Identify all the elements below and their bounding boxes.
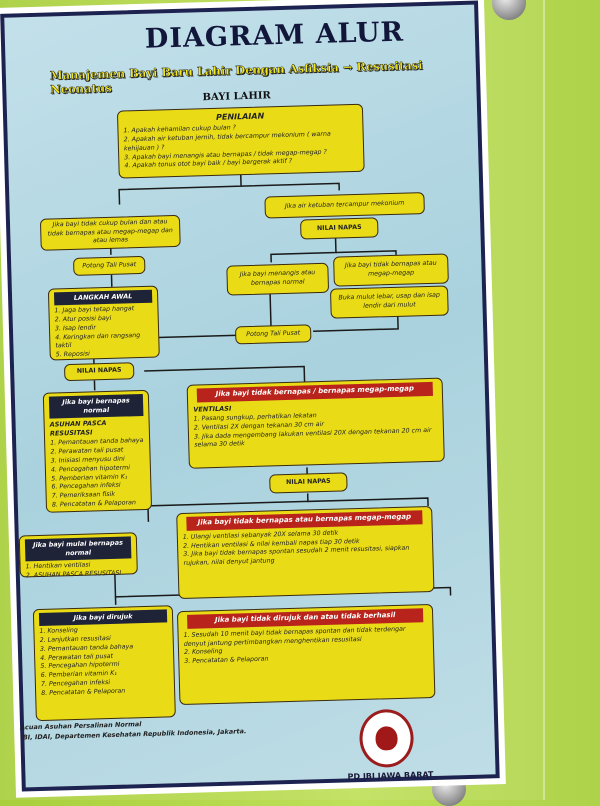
- poster: DIAGRAM ALUR Manajemen Bayi Baru Lahir D…: [0, 0, 500, 792]
- list-item: 8. Pencatatan & Pelaporan: [51, 499, 137, 509]
- left-branch-box: Jika bayi tidak cukup bulan dan atau tid…: [39, 214, 181, 251]
- start-label: BAYI LAHIR: [202, 90, 271, 104]
- dirujuk-heading: Jika bayi dirujuk: [38, 609, 168, 627]
- flow-connectors: [93, 173, 452, 605]
- nilai-napas-box-2: NILAI NAPAS: [63, 362, 135, 382]
- bernapas-normal-box: Jika bayi bernapas normal ASUHAN PASCA R…: [42, 389, 153, 513]
- tidak-bernapas-box: Jika bayi tidak bernapas atau megap-mega…: [333, 253, 449, 287]
- penilaian-box: PENILAIAN 1. Apakah kehamilan cukup bula…: [116, 103, 365, 179]
- potong-tali-pusat-box-2: Potong Tali Pusat: [234, 324, 312, 345]
- menangis-box: Jika bayi menangis atau bernapas normal: [226, 262, 330, 296]
- mulai-bernapas-heading: Jika bayi mulai bernapas normal: [24, 536, 132, 562]
- potong-tali-pusat-box: Potong Tali Pusat: [73, 255, 146, 276]
- ventilasi-box: Jika bayi tidak bernapas / bernapas mega…: [186, 377, 445, 469]
- bernapas-normal-heading: Jika bayi bernapas normal: [48, 393, 144, 419]
- mulai-bernapas-box: Jika bayi mulai bernapas normal 1. Henti…: [18, 532, 138, 579]
- nilai-napas-box: NILAI NAPAS: [300, 217, 379, 240]
- frame-standoff: [492, 0, 526, 20]
- publisher-label: PD IBI JAWA BARAT: [347, 770, 434, 782]
- megap-box: Jika bayi tidak bernapas atau bernapas m…: [176, 505, 435, 600]
- asuhan-pasca-heading: ASUHAN PASCA RESUSITASI: [49, 419, 107, 438]
- langkah-awal-heading: LANGKAH AWAL: [53, 289, 153, 306]
- nilai-napas-box-3: NILAI NAPAS: [269, 472, 348, 494]
- right-branch-box: Jika air ketuban tercampur mekonium: [264, 192, 425, 219]
- buka-mulut-box: Buka mulut lebar, usap dan isap lendir d…: [329, 285, 449, 319]
- tidak-dirujuk-box: Jika bayi tidak dirujuk dan atau tidak b…: [176, 603, 436, 706]
